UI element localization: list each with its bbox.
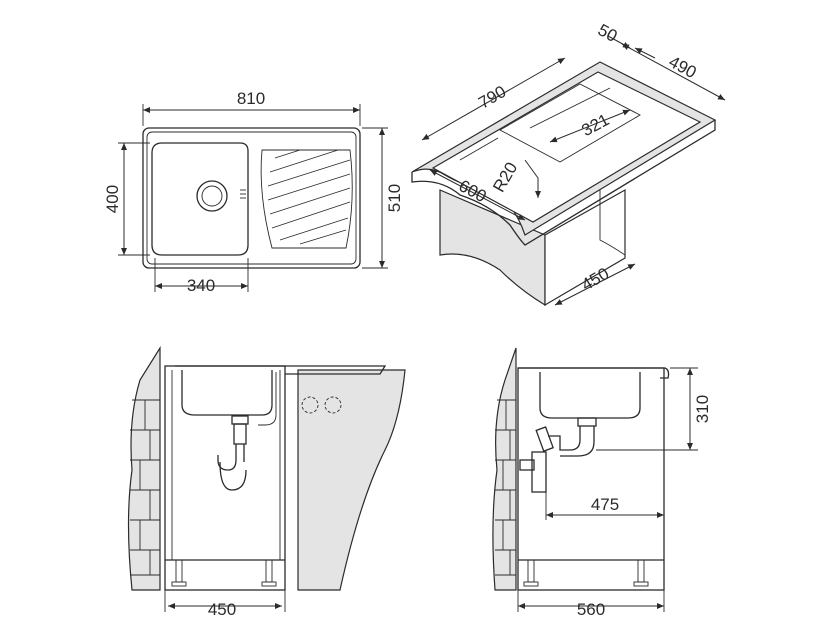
cabinet-feet-side [523, 559, 649, 587]
drainboard-grooves [267, 149, 351, 245]
isometric-view: 790 50 490 321 R20 600 450 [411, 20, 726, 307]
dim-bowl-height: 400 [103, 185, 122, 213]
drain-icon [196, 180, 228, 212]
dim-front-cabinet-width: 450 [208, 600, 236, 619]
side-section-view: 310 475 560 [492, 347, 712, 619]
plan-view: 810 400 510 340 [103, 89, 404, 295]
cabinet [164, 365, 286, 591]
bowl-section [181, 370, 273, 416]
dim-side-drain-offset: 475 [591, 495, 619, 514]
dim-iso-depth: 490 [666, 52, 700, 82]
siphon-side-icon [519, 417, 597, 493]
adjacent-cabinet [297, 369, 406, 591]
cabinet-feet [171, 559, 277, 587]
dim-side-bowl-depth: 310 [693, 395, 712, 423]
front-section-view: 450 [127, 345, 406, 619]
sink-outline [142, 127, 361, 269]
dim-overall-depth: 510 [385, 184, 404, 212]
overflow-icon [240, 189, 246, 199]
wall [127, 345, 161, 591]
bowl [151, 142, 249, 256]
dim-side-cabinet-depth: 560 [577, 600, 605, 619]
drainboard [260, 149, 353, 249]
dim-iso-rim: 50 [595, 20, 621, 46]
drainboard-edge [175, 365, 387, 375]
bowl-side [539, 372, 641, 419]
wall-side [492, 347, 517, 591]
dim-iso-length: 790 [475, 82, 509, 113]
siphon-icon [217, 415, 249, 491]
dim-bowl-width: 340 [187, 276, 215, 295]
dim-overall-width: 810 [237, 89, 265, 108]
